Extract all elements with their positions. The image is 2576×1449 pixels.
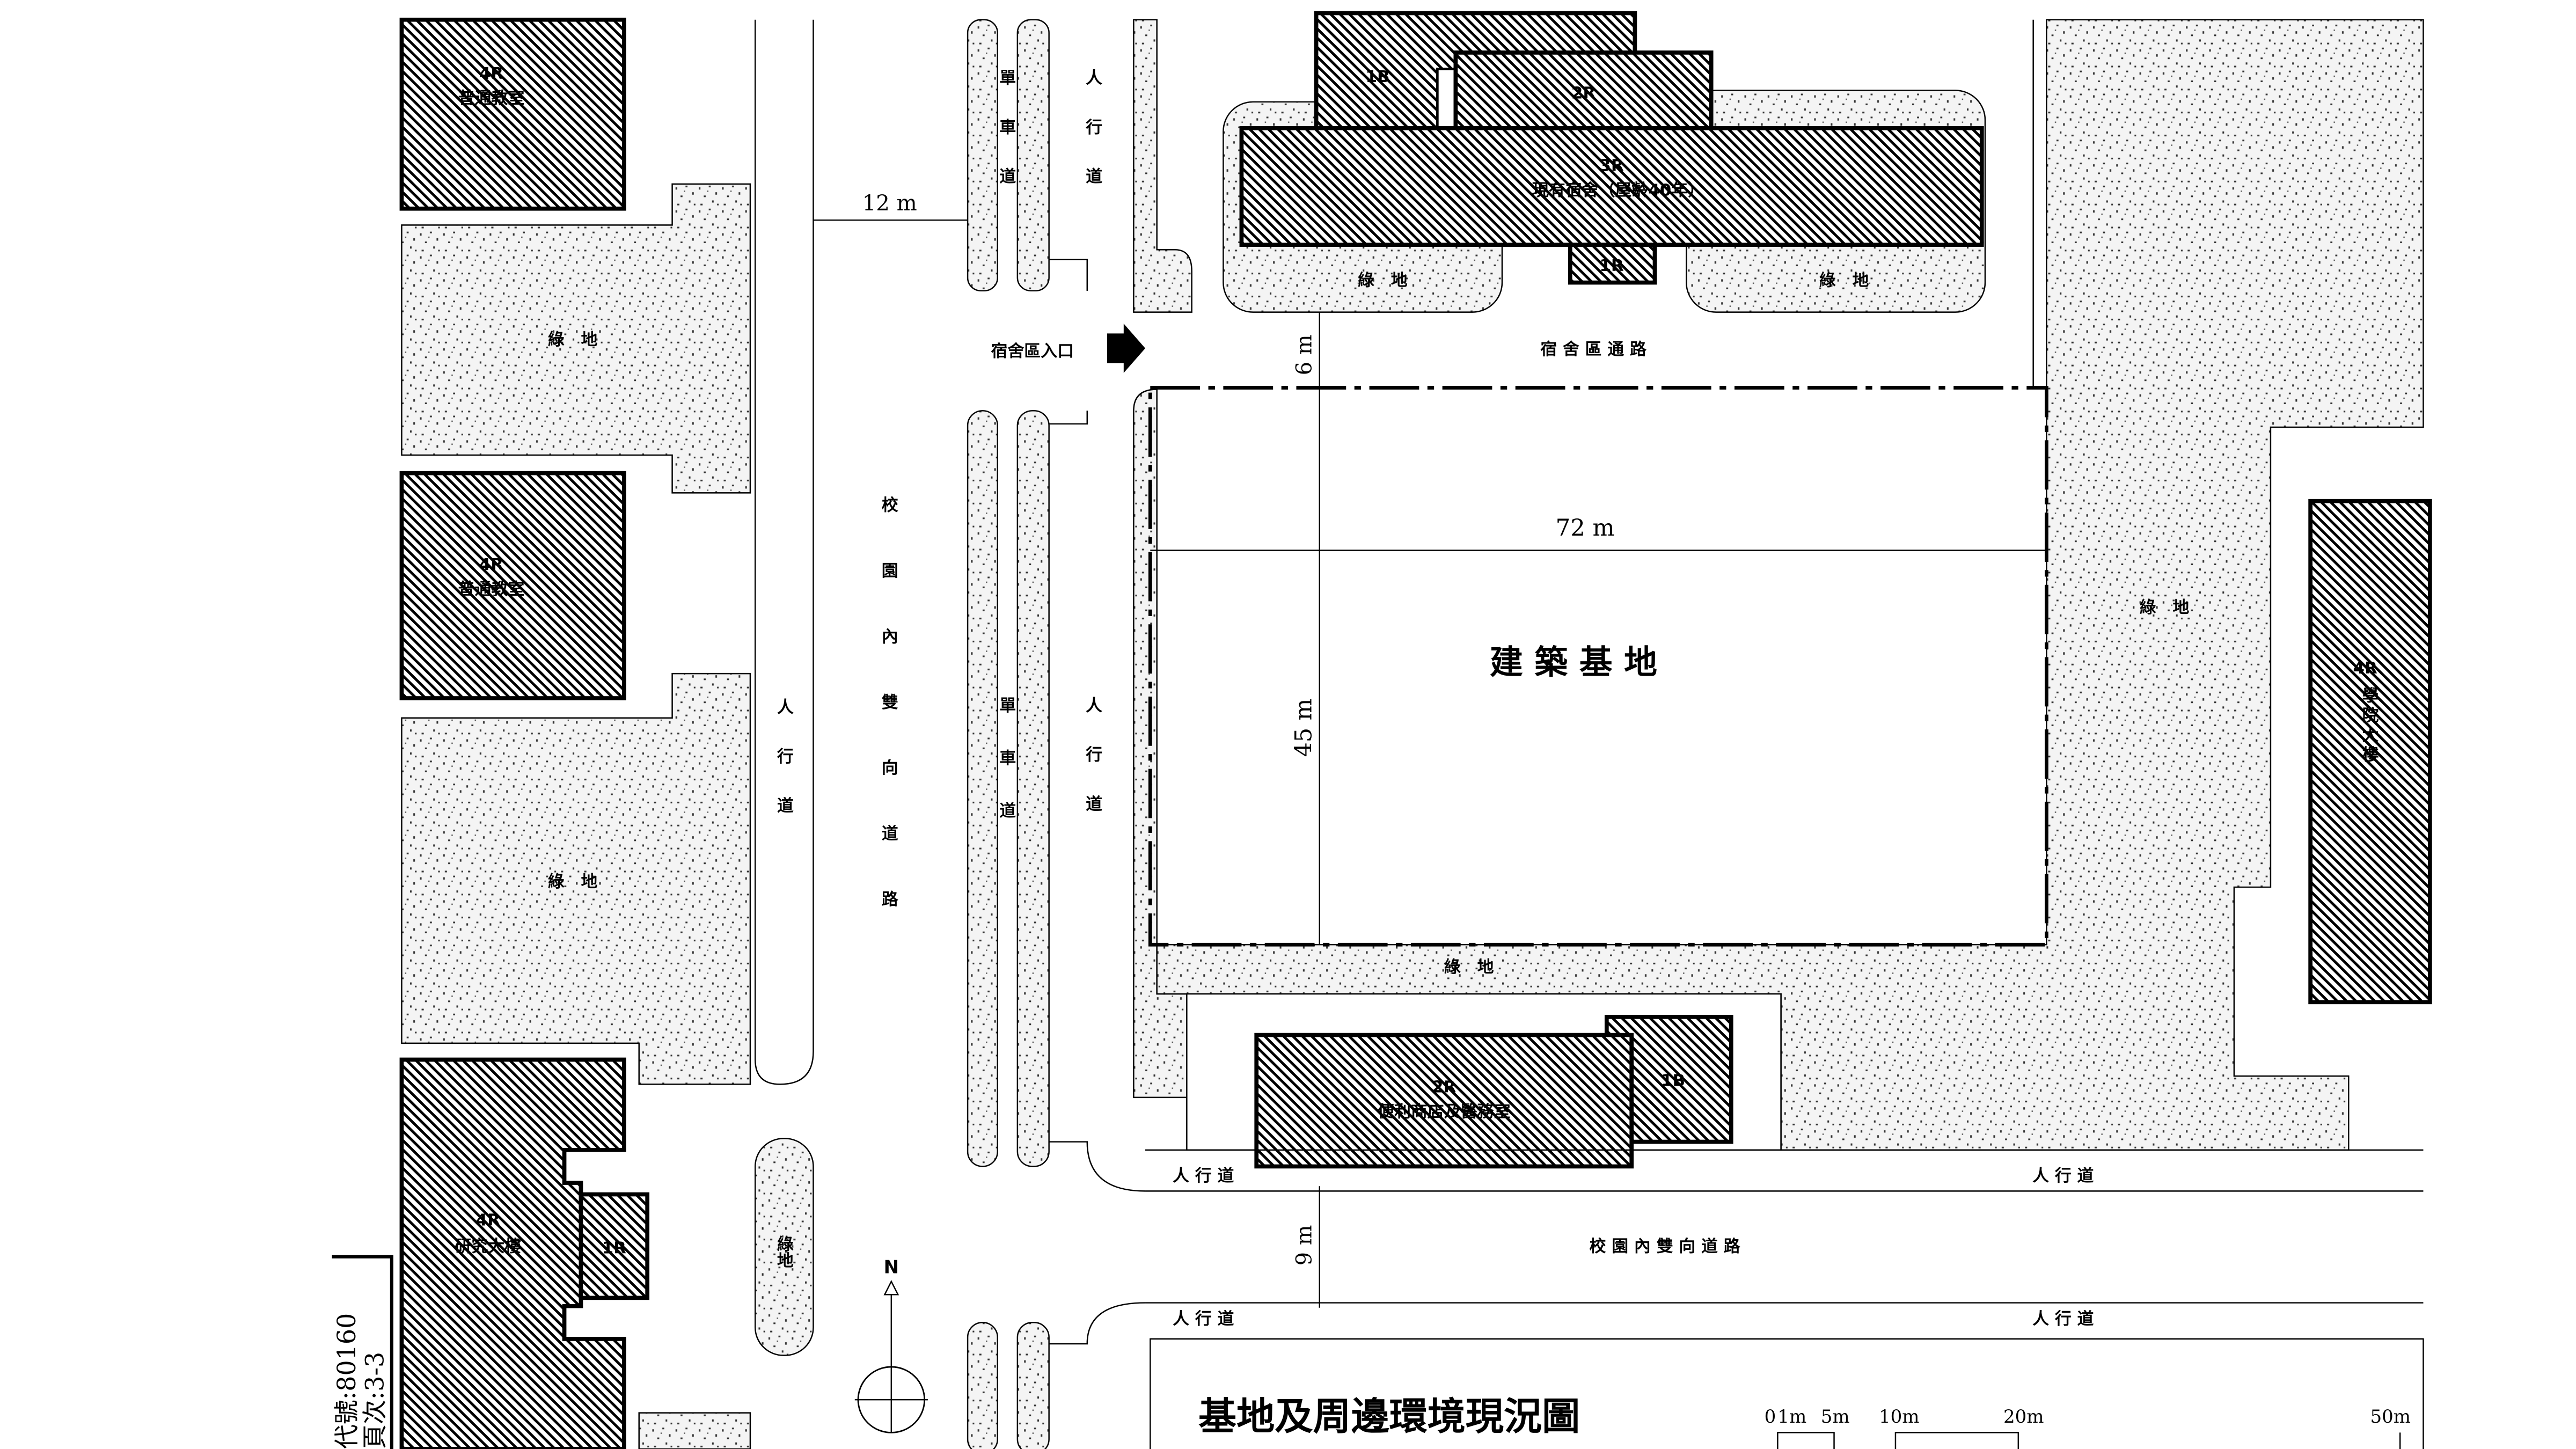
green-island bbox=[754, 1138, 814, 1356]
bike-lane-strips bbox=[967, 19, 1050, 1449]
building-floors: 4R bbox=[476, 1211, 501, 1230]
bike-lane-label: 單車道 bbox=[996, 69, 1016, 217]
dorm-building-main bbox=[1239, 126, 1984, 247]
building-research bbox=[399, 1057, 626, 1449]
dorm-annex-1r bbox=[1568, 243, 1657, 285]
building-classroom-2 bbox=[399, 471, 626, 700]
bike-lane-label: 單車道 bbox=[996, 697, 1016, 854]
left-block: 綠 地 綠 地 4R 普通教室 4R 普通教室 4R 研究大樓 1R bbox=[399, 17, 751, 1449]
green-label: 綠 地 bbox=[1358, 271, 1408, 290]
sidewalk-label: 人行道 bbox=[1082, 69, 1103, 217]
scale-tick-label: 1m bbox=[1777, 1406, 1806, 1427]
code-number: 代號:80160 bbox=[332, 1313, 361, 1449]
green-label: 綠 地 bbox=[1819, 271, 1869, 290]
scale-tick-label: 10m bbox=[1879, 1406, 1920, 1427]
green-area-east bbox=[1156, 19, 2424, 1151]
title-block bbox=[1150, 1338, 2424, 1449]
sidewalk-label: 人行道 bbox=[1082, 697, 1103, 845]
main-road-label: 校園內雙向道路 bbox=[879, 496, 898, 956]
left-road-width: 12 m bbox=[862, 191, 917, 216]
building-site-label: 建 築 基 地 bbox=[1490, 643, 1657, 682]
sidewalk-label: 人 行 道 bbox=[1173, 1309, 1234, 1328]
setback-dimension: 6 m bbox=[1292, 334, 1316, 375]
dorm-building-2r bbox=[1453, 50, 1714, 137]
drawing-title: 基地及周邊環境現況圖 bbox=[1198, 1394, 1580, 1439]
building-store-clinic bbox=[1254, 1033, 1634, 1169]
annex-floors: 1R bbox=[602, 1239, 627, 1258]
green-label: 綠地 bbox=[774, 1235, 794, 1268]
sidewalk-label: 人 行 道 bbox=[2032, 1309, 2094, 1328]
dorm-road-label: 宿 舍 區 通 路 bbox=[1540, 340, 1646, 359]
scale-tick-label: 0 bbox=[1765, 1406, 1776, 1427]
green-area bbox=[401, 183, 751, 494]
site-width: 72 m bbox=[1556, 515, 1615, 541]
green-label: 綠 地 bbox=[548, 872, 598, 891]
green-label: 綠 地 bbox=[548, 330, 598, 349]
building-floors: 1B bbox=[1365, 67, 1389, 86]
building-name: 普通教室 bbox=[458, 89, 525, 108]
building-name: 研究大樓 bbox=[455, 1237, 521, 1256]
north-label: N bbox=[884, 1257, 899, 1278]
scale-tick-label: 5m bbox=[1821, 1406, 1850, 1427]
scale-tick-label: 50m bbox=[2370, 1406, 2411, 1427]
sidewalk-label: 人 行 道 bbox=[2032, 1166, 2094, 1185]
scale-bar: 0 1m 5m 10m 20m 50m bbox=[1765, 1406, 2411, 1449]
building-floors: 3R bbox=[1599, 156, 1624, 175]
green-area bbox=[638, 1412, 751, 1449]
building-site-boundary bbox=[1148, 386, 2048, 947]
green-label: 綠 地 bbox=[2140, 598, 2190, 617]
site-depth: 45 m bbox=[1290, 699, 1317, 757]
building-name: 現有宿舍（屋齡40年） bbox=[1532, 180, 1704, 200]
building-name: 普通教室 bbox=[458, 580, 525, 599]
building-classroom-1 bbox=[399, 17, 626, 211]
building-floors: 2R bbox=[1432, 1078, 1457, 1097]
green-strip bbox=[1133, 19, 1192, 313]
sidewalk-label: 人行道 bbox=[774, 698, 794, 846]
sidewalk-edge bbox=[1049, 259, 1146, 1192]
building-name: 學院大樓 bbox=[2359, 687, 2379, 766]
north-arrow-icon: N bbox=[854, 1257, 928, 1433]
building-floors: 4R bbox=[2353, 658, 2378, 678]
green-label: 綠 地 bbox=[1444, 957, 1494, 977]
building-college bbox=[2308, 499, 2432, 1005]
sidewalk-outline bbox=[754, 19, 814, 1085]
scale-bar-segments bbox=[1777, 1432, 2401, 1449]
main-road-label: 校 園 內 雙 向 道 路 bbox=[1590, 1237, 1740, 1256]
building-floors: 2R bbox=[1571, 84, 1596, 103]
building-name: 便利商店及醫務室 bbox=[1378, 1102, 1510, 1122]
sidewalk-edge bbox=[1049, 1302, 1146, 1345]
entrance-label: 宿舍區入口 bbox=[991, 341, 1074, 361]
road-width: 9 m bbox=[1292, 1225, 1316, 1266]
entrance-arrow-icon bbox=[1107, 324, 1146, 373]
code-bracket bbox=[332, 1255, 393, 1449]
sidewalk-label: 人 行 道 bbox=[1173, 1166, 1234, 1185]
building-floors: 4R bbox=[479, 555, 504, 574]
scale-tick-label: 20m bbox=[2003, 1406, 2044, 1427]
building-floors: 4R bbox=[479, 64, 504, 83]
green-area bbox=[401, 672, 751, 1085]
annex-floors: 1B bbox=[1661, 1071, 1685, 1091]
page-number: 頁次:3-3 bbox=[360, 1352, 389, 1449]
building-research-annex bbox=[579, 1192, 650, 1300]
annex-floors: 1R bbox=[1599, 256, 1624, 275]
